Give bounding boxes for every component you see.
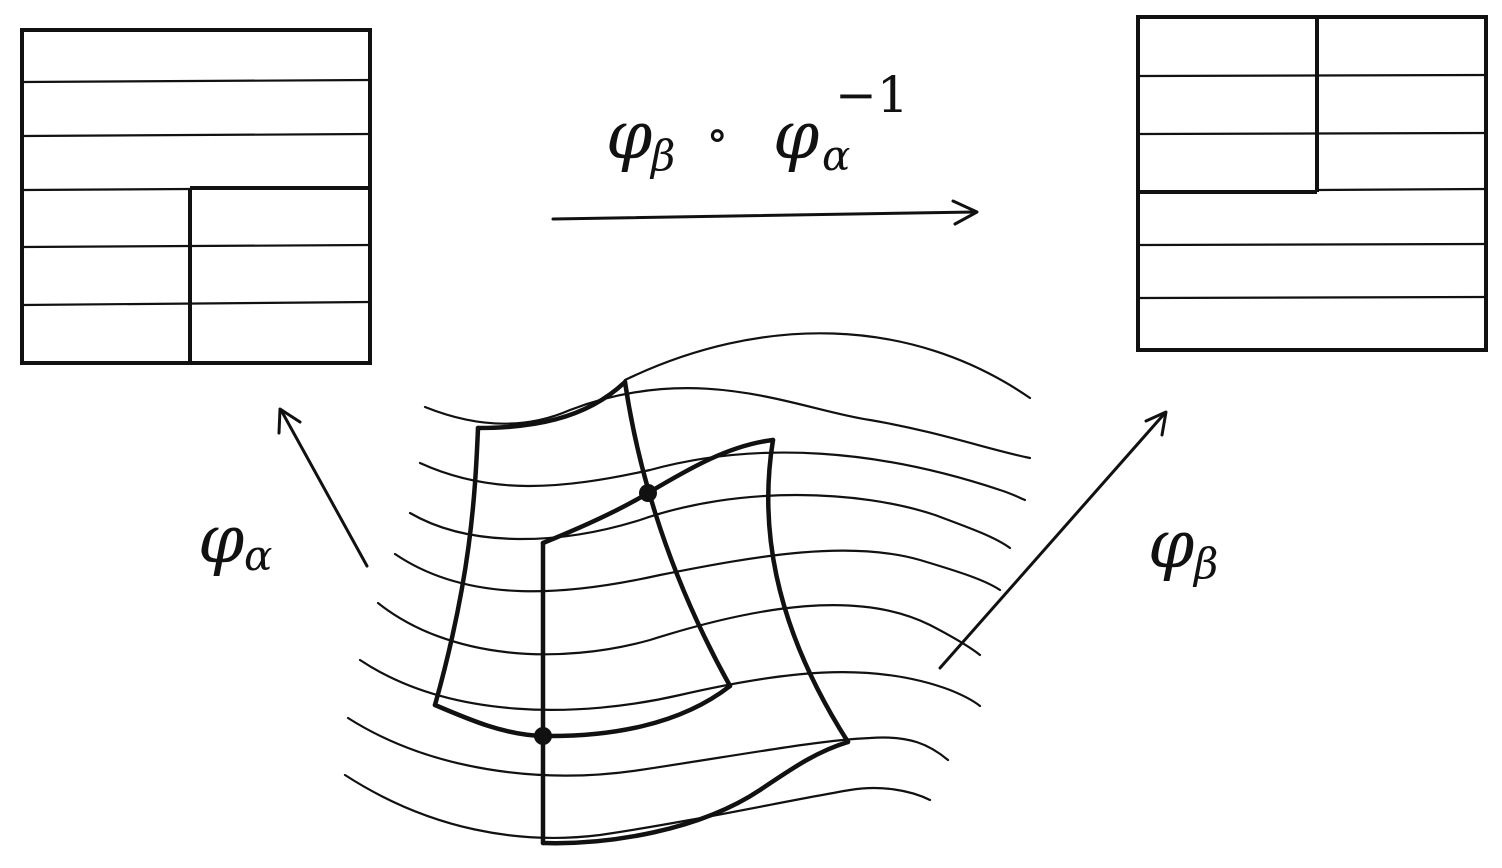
manifold-curve [376, 601, 982, 657]
right-map-arrow [938, 410, 1168, 670]
transition-arrow [551, 199, 979, 226]
patch-alpha-left [432, 425, 481, 708]
transition-inverse-superscript: −1 [835, 66, 909, 124]
right-chart-frame [1136, 15, 1488, 352]
left-chart-frame [20, 28, 372, 365]
compose-symbol: ∘ [706, 107, 729, 161]
transition-phi-alpha: φ [773, 97, 819, 174]
manifold-curve [623, 332, 1032, 400]
right-map-phi: φ [1148, 506, 1194, 583]
transition-phi-beta: φ [606, 97, 652, 174]
transition-sub-alpha: α [822, 131, 850, 180]
left-chart-line [20, 187, 192, 192]
left-map-sub-alpha: α [244, 531, 272, 580]
intersection-point-lower [534, 727, 552, 745]
transition-arrow-shaft [551, 210, 977, 221]
right-chart-line [1136, 131, 1488, 136]
arrow-icon [277, 407, 302, 435]
intersection-point-upper [639, 484, 657, 502]
right-chart-line [1136, 295, 1488, 300]
left-chart-line [20, 243, 372, 249]
left-chart-line [20, 78, 372, 84]
right-chart-line [1136, 73, 1488, 78]
left-map-arrow-shaft [279, 408, 369, 568]
manifold-curve [393, 549, 1002, 593]
left-chart-grid [20, 28, 372, 365]
patch-beta-right [766, 437, 851, 745]
transition-label: φ β ∘ φ α −1 [606, 66, 909, 180]
patch-alpha-top [475, 379, 628, 431]
right-chart-grid [1136, 15, 1488, 352]
arrow-icon [951, 199, 979, 226]
right-map-arrow-shaft [938, 411, 1167, 670]
right-chart-line [1315, 187, 1488, 192]
patch-alpha-bottom [432, 683, 733, 739]
manifold-curve [343, 773, 932, 839]
patch-alpha-right [622, 379, 733, 689]
manifold-curve [418, 451, 1027, 502]
manifold-curve [358, 658, 982, 711]
left-map-arrow [277, 407, 369, 568]
right-chart-line [1136, 242, 1488, 247]
left-chart-line [20, 300, 372, 307]
manifold-curve [423, 387, 1032, 460]
right-map-sub-beta: β [1192, 539, 1218, 588]
manifold-curve [346, 716, 950, 777]
left-chart-line [20, 132, 372, 138]
arrow-icon [1144, 410, 1168, 437]
patch-beta-bottom [540, 739, 851, 846]
manifold-patch [343, 332, 1032, 846]
left-map-phi: φ [198, 501, 244, 578]
transition-sub-beta: β [649, 131, 675, 180]
manifold-curve [408, 493, 1012, 550]
